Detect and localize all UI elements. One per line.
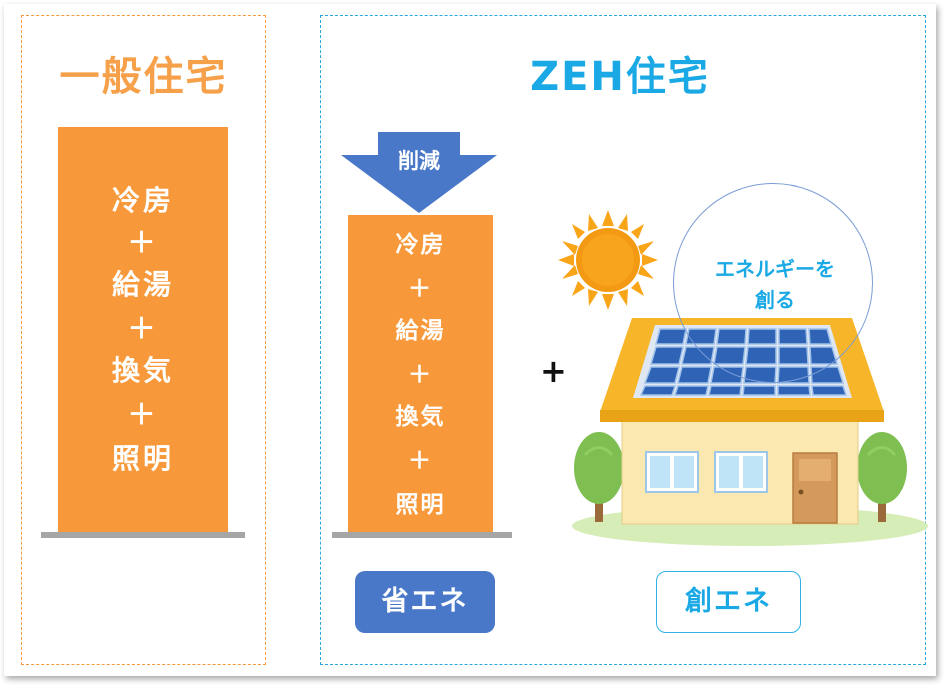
save-energy-label: 省エネ xyxy=(355,571,495,633)
sun-icon xyxy=(558,210,658,310)
speech-text-line1: エネルギーを xyxy=(715,257,835,281)
plus-sign: + xyxy=(540,352,567,390)
standard-baseline xyxy=(41,532,245,538)
tree-icon xyxy=(857,432,907,522)
create-energy-label: 創エネ xyxy=(656,571,801,633)
bar-line-ventilation: 換気 xyxy=(111,354,174,387)
standard-energy-bar: 冷房 ＋ 給湯 ＋ 換気 ＋ 照明 xyxy=(58,127,228,533)
standard-house-title: 一般住宅 xyxy=(59,54,228,100)
speech-text-line2: 創る xyxy=(755,288,795,312)
bar-line-plus: ＋ xyxy=(127,226,159,259)
bar-line-lighting: 照明 xyxy=(395,492,446,518)
bar-line-plus: ＋ xyxy=(127,398,159,431)
bar-line-ventilation: 換気 xyxy=(395,404,446,430)
bar-line-lighting: 照明 xyxy=(111,442,174,475)
bar-line-cooling: 冷房 xyxy=(395,232,446,258)
down-arrow-icon: 削減 xyxy=(341,132,497,213)
zeh-house-panel xyxy=(320,15,926,665)
speech-bubble xyxy=(673,183,873,383)
bar-line-plus: ＋ xyxy=(408,362,433,388)
standard-house-panel xyxy=(21,15,266,665)
bar-line-hot-water: 給湯 xyxy=(111,268,174,301)
reduction-label: 削減 xyxy=(398,149,440,173)
tree-icon xyxy=(574,432,624,522)
zeh-house-title: ZEH住宅 xyxy=(530,54,710,100)
bar-line-plus: ＋ xyxy=(408,276,433,302)
bar-line-hot-water: 給湯 xyxy=(395,318,446,344)
bar-line-plus: ＋ xyxy=(127,312,159,345)
zeh-energy-bar: 冷房 ＋ 給湯 ＋ 換気 ＋ 照明 xyxy=(348,215,493,533)
bar-line-plus: ＋ xyxy=(408,448,433,474)
zeh-baseline xyxy=(332,532,512,538)
bar-line-cooling: 冷房 xyxy=(111,184,174,217)
